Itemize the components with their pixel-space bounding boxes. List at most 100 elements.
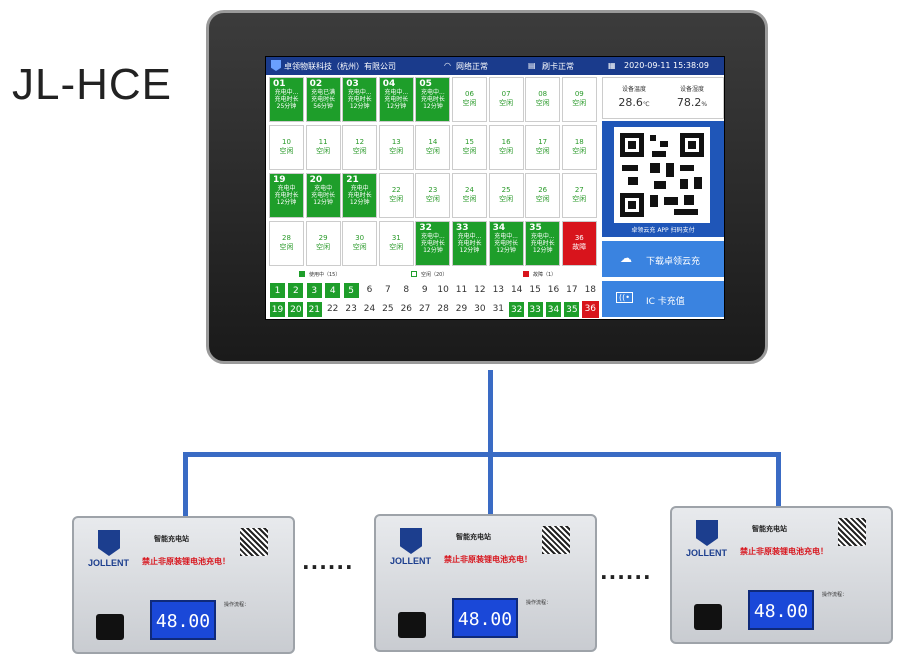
port-indicator[interactable]: 3 <box>305 282 323 299</box>
port-indicator[interactable]: 12 <box>471 282 489 299</box>
port-indicator[interactable]: 17 <box>563 282 581 299</box>
port-number: 09 <box>574 90 584 98</box>
port-status: 空闲 <box>572 99 587 107</box>
port-indicator[interactable]: 13 <box>489 282 507 299</box>
port-indicator[interactable]: 28 <box>434 301 452 318</box>
port-indicator[interactable]: 25 <box>379 301 397 318</box>
port-number: 12 <box>355 138 365 146</box>
legend: 使用中（15） 空闲（20） 故障（1） <box>269 270 599 279</box>
port-indicator[interactable]: 22 <box>324 301 342 318</box>
port-indicator[interactable]: 5 <box>342 282 360 299</box>
port-indicator[interactable]: 2 <box>287 282 305 299</box>
charging-unit-3: JOLLENT 智能充电站 禁止非原装锂电池充电！ 48.00 操作流程： <box>670 506 893 644</box>
port-indicator[interactable]: 7 <box>379 282 397 299</box>
port-number: 01 <box>273 79 286 89</box>
port-indicator[interactable]: 1 <box>269 282 286 299</box>
port-duration-label: 充电时长 <box>530 240 555 247</box>
port-status: 充电中... <box>494 233 518 240</box>
port-status: 空闲 <box>535 147 550 155</box>
port-duration: 12分钟 <box>423 103 443 110</box>
port-indicator[interactable]: 10 <box>434 282 452 299</box>
port-indicator[interactable]: 6 <box>361 282 378 299</box>
payment-qr-code[interactable] <box>614 127 710 223</box>
model-title: JL-HCE <box>12 60 173 109</box>
port-number: 30 <box>355 234 365 242</box>
ic-card-recharge-button[interactable]: ((• IC 卡充值 <box>602 281 724 317</box>
port-indicator[interactable]: 20 <box>287 301 305 318</box>
port-indicator[interactable]: 16 <box>545 282 562 299</box>
port-status: 空闲 <box>499 99 514 107</box>
unit-display: 48.00 <box>150 600 216 640</box>
port-indicator[interactable]: 36 <box>581 301 599 318</box>
port-indicator[interactable]: 27 <box>416 301 434 318</box>
port-indicator[interactable]: 32 <box>508 301 526 318</box>
port-status: 充电中... <box>384 89 409 96</box>
port-status: 空闲 <box>389 147 404 155</box>
port-indicator[interactable]: 18 <box>581 282 599 299</box>
port-indicator[interactable]: 19 <box>269 301 286 318</box>
ic-card-label: IC 卡充值 <box>646 297 685 307</box>
port-indicator[interactable]: 21 <box>305 301 323 318</box>
download-app-button[interactable]: ☁ 下载卓领云充 <box>602 241 724 277</box>
port-indicator[interactable]: 29 <box>453 301 470 318</box>
port-indicator[interactable]: 26 <box>397 301 415 318</box>
port-number: 19 <box>273 175 286 185</box>
port-indicator[interactable]: 9 <box>416 282 434 299</box>
port-number: 04 <box>382 79 396 89</box>
port-indicator[interactable]: 31 <box>489 301 507 318</box>
port-indicator[interactable]: 24 <box>361 301 378 318</box>
port-status: 空闲 <box>572 147 587 155</box>
port-indicator[interactable]: 23 <box>342 301 360 318</box>
port-indicator[interactable]: 34 <box>545 301 562 318</box>
port-status: 充电中 <box>350 185 369 192</box>
port-indicator[interactable]: 14 <box>508 282 526 299</box>
reader-status: 刷卡正常 <box>542 62 574 71</box>
port-indicator[interactable]: 33 <box>526 301 544 318</box>
port-status: 空闲 <box>572 195 587 203</box>
port-indicator[interactable]: 11 <box>453 282 470 299</box>
port-indicator[interactable]: 30 <box>471 301 489 318</box>
port-number: 15 <box>465 138 474 146</box>
port-indicator[interactable]: 15 <box>526 282 544 299</box>
port-indicator[interactable]: 35 <box>563 301 581 318</box>
port-indicator[interactable]: 4 <box>324 282 342 299</box>
port-indicator[interactable]: 8 <box>397 282 415 299</box>
power-socket <box>398 612 426 638</box>
